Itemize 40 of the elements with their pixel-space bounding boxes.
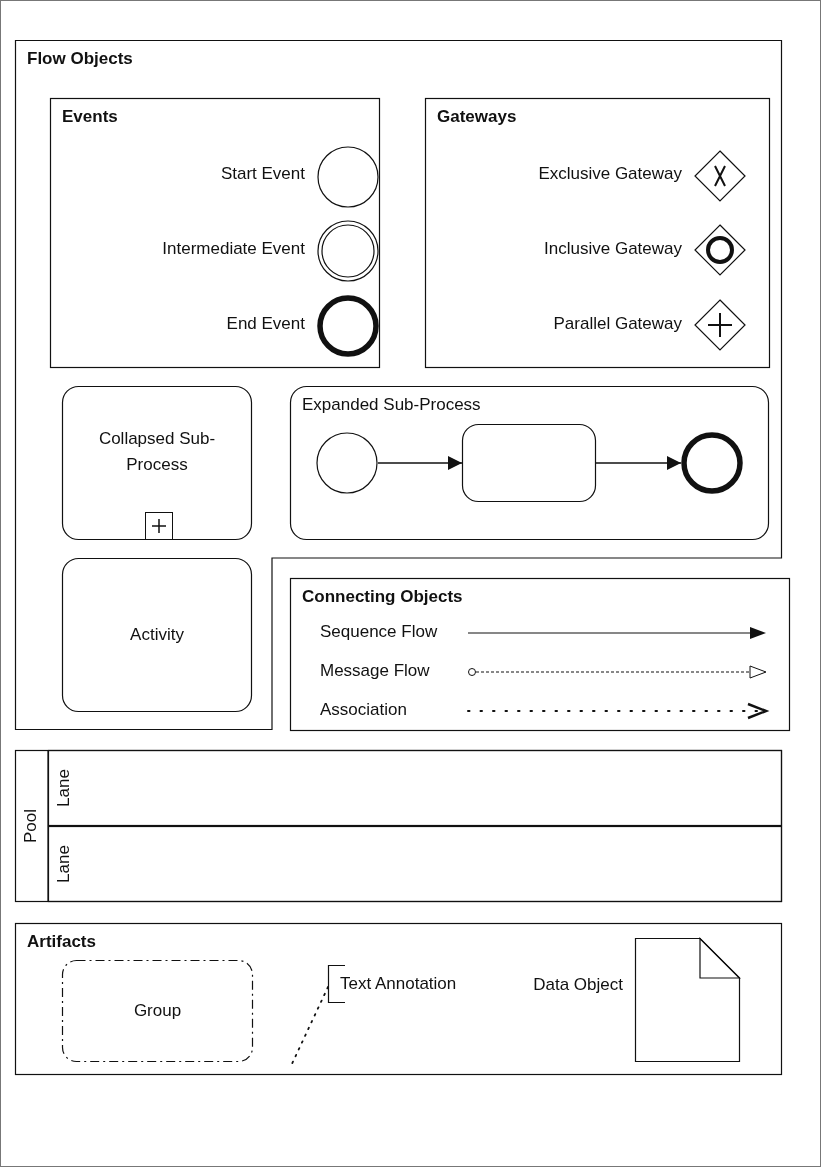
arrow [595, 456, 682, 470]
circle [316, 432, 378, 494]
legend-label: Message Flow [320, 661, 430, 681]
panel [290, 578, 790, 731]
rounded-box [62, 558, 252, 712]
arrow [377, 456, 463, 470]
heading: Events [62, 107, 118, 127]
label: Group [132, 1000, 183, 1022]
rounded-box [290, 386, 769, 540]
heading: Gateways [437, 107, 517, 127]
label: Expanded Sub-Process [302, 395, 481, 415]
panel [15, 40, 782, 730]
label: Pool [21, 809, 41, 843]
thick-circle [681, 432, 743, 494]
panel [50, 98, 380, 368]
heading: Flow Objects [27, 49, 133, 69]
label: Activity [129, 624, 185, 646]
legend-label: Association [320, 700, 407, 720]
shape-label: Intermediate Event [162, 239, 305, 259]
lane-band [48, 826, 782, 902]
shape-label: Inclusive Gateway [544, 239, 682, 259]
shape-label: Parallel Gateway [553, 314, 682, 334]
label: Collapsed Sub-Process [97, 428, 217, 477]
pool-band [15, 750, 782, 902]
dash-dot-rounded-box [62, 960, 253, 1062]
heading: Artifacts [27, 932, 96, 952]
shape-label: Exclusive Gateway [538, 164, 682, 184]
shape-label: Data Object [533, 975, 623, 995]
rounded-box [462, 424, 596, 502]
shape-label: End Event [226, 314, 305, 334]
rounded-box [62, 386, 252, 540]
legend-label: Sequence Flow [320, 622, 438, 642]
panel [15, 923, 782, 1075]
panel [425, 98, 770, 368]
label: Text Annotation [340, 974, 457, 994]
lane-band [48, 750, 782, 826]
shape-label: Start Event [220, 164, 305, 184]
label: Lane [54, 769, 74, 807]
label: Lane [54, 845, 74, 883]
heading: Connecting Objects [302, 587, 463, 607]
